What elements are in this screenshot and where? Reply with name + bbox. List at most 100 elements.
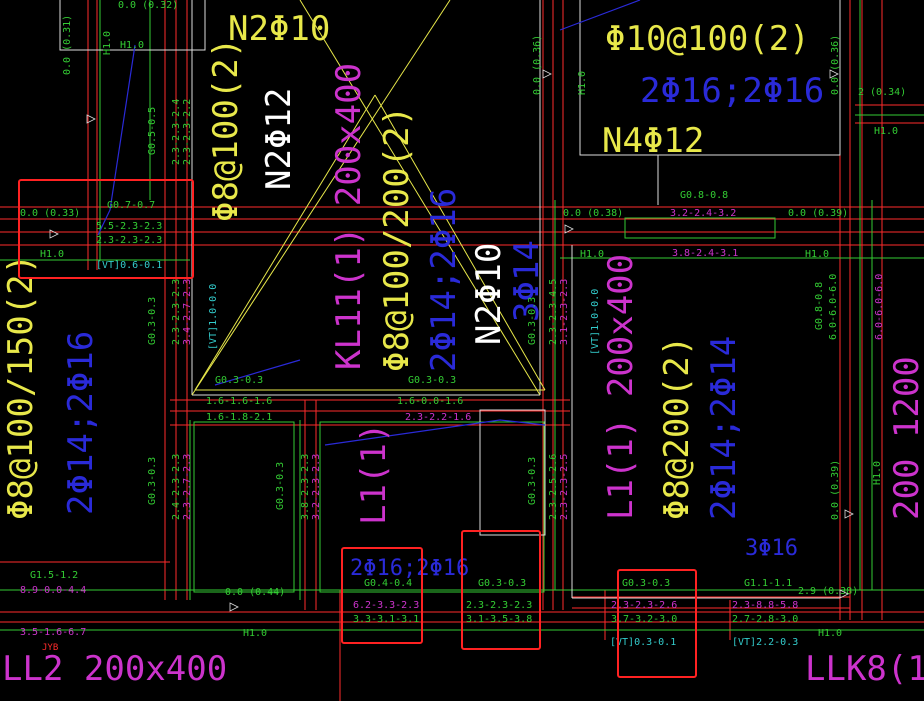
label-n2-phi10-top: N2Φ10 <box>228 9 330 49</box>
lbl-b3-r1: 2.3-2.3-2.6 <box>611 600 677 611</box>
lbl-h10-f: H1.0 <box>243 628 267 639</box>
lbl-mid-g03b: G0.3-0.3 <box>408 375 456 386</box>
lbl-r1616: 1.6-1.6-1.6 <box>206 396 272 407</box>
lbl-h10-a: H1.0 <box>120 40 144 51</box>
lbl-b1-g: G0.4-0.4 <box>364 578 412 589</box>
small-labels: 0.0 (0.32) H1.0 0.0 (0.31) H1.0 G0.5-0.5… <box>20 0 906 648</box>
blue-lines <box>97 0 641 446</box>
label-phi8-200-2: Φ8@200(2) <box>657 336 697 520</box>
label-l1-right: L1(1) 200x400 <box>601 254 641 520</box>
lbl-v2325: 2.3-2.3-2.5 <box>559 454 570 520</box>
label-kl11: KL11(1) 200x400 <box>329 63 369 370</box>
label-left-phi8-100-150: Φ8@100/150(2) <box>1 254 41 520</box>
lbl-h10-vert-a: H1.0 <box>102 31 113 55</box>
lbl-mid-g03: G0.3-0.3 <box>215 375 263 386</box>
lbl-r3224: 3.2-2.4-3.2 <box>670 208 736 219</box>
label-jyb: JYB <box>42 643 58 653</box>
label-right-edge: 200 1200 <box>887 356 924 520</box>
lbl-v2324a: 2.3-2.3-2.4 <box>171 99 182 165</box>
lbl-top-0032: 0.0 (0.32) <box>118 0 178 11</box>
green-lines <box>0 0 924 631</box>
lbl-r8904: 8.9-0.0-4.4 <box>20 585 86 596</box>
lbl-g11: G1.1-1.1 <box>744 578 792 589</box>
label-2phi16-2phi16: 2Φ16;2Φ16 <box>640 71 824 111</box>
lbl-b2-r1: 2.3-2.3-2.3 <box>466 600 532 611</box>
lbl-b3-g: G0.3-0.3 <box>622 578 670 589</box>
lbl-g05: G0.5-0.5 <box>147 107 158 155</box>
lbl-r6060-a: 6.0-6.0-6.0 <box>828 274 839 340</box>
label-n2-phi12-vert: N2Φ12 <box>259 88 299 190</box>
highlight-box-bottom-1 <box>341 547 423 644</box>
lbl-r3824: 3.8-2.4-3.1 <box>672 248 738 259</box>
lbl-r0036b: 0.0 (0.36) <box>830 35 841 95</box>
lbl-v2423: 2.4-2.3-2.3 <box>171 454 182 520</box>
large-labels: N2Φ10 Φ10@100(2) 2Φ16;2Φ16 N4Φ12 Φ8@100(… <box>1 9 924 689</box>
lbl-r0038: 0.0 (0.38) <box>563 208 623 219</box>
lbl-v3427: 3.4-2.7-2.3 <box>182 279 193 345</box>
lbl-vt22: [VT]2.2-0.3 <box>732 637 798 648</box>
lbl-b3-r2: 3.7-3.2-3.0 <box>611 614 677 625</box>
lbl-v2334: 2.3-2.3-4.5 <box>548 279 559 345</box>
lbl-r0036a: 0.0 (0.36) <box>532 35 543 95</box>
lbl-b3-vt: [VT]0.3-0.1 <box>610 637 676 648</box>
lbl-left-0033: 0.0 (0.33) <box>20 208 80 219</box>
lbl-g15: G1.5-1.2 <box>30 570 78 581</box>
lbl-g07: G0.7-0.7 <box>107 200 155 211</box>
lbl-g03a: G0.3-0.3 <box>147 297 158 345</box>
highlight-box-bottom-2 <box>461 530 541 650</box>
lbl-left-031: 0.0 (0.31) <box>62 15 73 75</box>
lbl-b1-r1: 6.2-3.3-2.3 <box>353 600 419 611</box>
lbl-h10-d: H1.0 <box>805 249 829 260</box>
lbl-v2323a: 2.3-2.3-2.3 <box>171 279 182 345</box>
label-3phi14: 3Φ14 <box>507 240 547 322</box>
lbl-h10-g: H1.0 <box>818 628 842 639</box>
lbl-g08: G0.8-0.8 <box>680 190 728 201</box>
lbl-r1618: 1.6-1.8-2.1 <box>206 412 272 423</box>
lbl-r0044: 0.0 (0.44) <box>225 587 285 598</box>
lbl-h10-c: H1.0 <box>580 249 604 260</box>
label-phi8-100-200-2: Φ8@100/200(2) <box>377 106 417 372</box>
lbl-r2728: 2.7-2.8-3.0 <box>732 614 798 625</box>
highlight-box-bottom-3 <box>617 569 697 678</box>
label-bottom-2phi16: 2Φ16;2Φ16 <box>350 556 469 581</box>
white-outlines <box>59 0 841 599</box>
lbl-r2388: 2.3-8.8-5.8 <box>732 600 798 611</box>
lbl-vt1: [VT]0.6-0.1 <box>96 260 162 271</box>
label-n2-phi10-vert: N2Φ10 <box>469 243 509 345</box>
lbl-r2903: 2.9 (0.38) <box>798 586 858 597</box>
lbl-vt10: [VT]1.0-0.0 <box>208 284 219 350</box>
triangle-markers <box>49 69 854 612</box>
lbl-g08v: G0.8-0.8 <box>814 282 825 330</box>
highlight-boxes <box>18 179 697 678</box>
highlight-box-left <box>18 179 194 279</box>
lbl-v2326: 2.3-2.5-2.6 <box>548 454 559 520</box>
lbl-b1-r2: 3.3-3.1-3.1 <box>353 614 419 625</box>
lbl-h10-e: H1.0 <box>874 126 898 137</box>
lbl-r6060-b: 6.0-6.0-6.0 <box>874 274 885 340</box>
lbl-v3823: 3.8-2.3-2.3 <box>300 454 311 520</box>
label-llk8: LLK8(1) <box>805 649 924 689</box>
yellow-cross-lines <box>191 0 546 396</box>
label-left-2phi14-2phi16: 2Φ14;2Φ16 <box>61 331 101 515</box>
lbl-h10-b: H1.0 <box>40 249 64 260</box>
lbl-g03-room: G0.3-0.3 <box>275 462 286 510</box>
lbl-b2-r2: 3.1-3.5-3.8 <box>466 614 532 625</box>
label-2phi14-2phi16: 2Φ14;2Φ16 <box>424 188 464 372</box>
label-phi8-100-2-vert: Φ8@100(2) <box>206 38 246 222</box>
lbl-g03c: G0.3-0.3 <box>527 297 538 345</box>
lbl-h10-vert-b: H1.0 <box>577 71 588 95</box>
lbl-r2322: 2.3-2.2-1.6 <box>405 412 471 423</box>
label-2phi14-2phi14: 2Φ14;2Φ14 <box>704 336 744 520</box>
label-3phi16: 3Φ16 <box>745 536 798 561</box>
lbl-b2-g: G0.3-0.3 <box>478 578 526 589</box>
lbl-v2327: 2.3-2.7-2.3 <box>182 454 193 520</box>
label-n4-phi12: N4Φ12 <box>602 121 704 161</box>
lbl-row1: 5.5-2.3-2.3 <box>96 221 162 232</box>
lbl-r214: 2 (0.34) <box>858 87 906 98</box>
lbl-h10-vert-c: H1.0 <box>872 461 883 485</box>
lbl-g03d: G0.3-0.3 <box>527 457 538 505</box>
label-ll2: LL2 200x400 <box>2 649 227 689</box>
lbl-r0039a: 0.0 (0.39) <box>788 208 848 219</box>
